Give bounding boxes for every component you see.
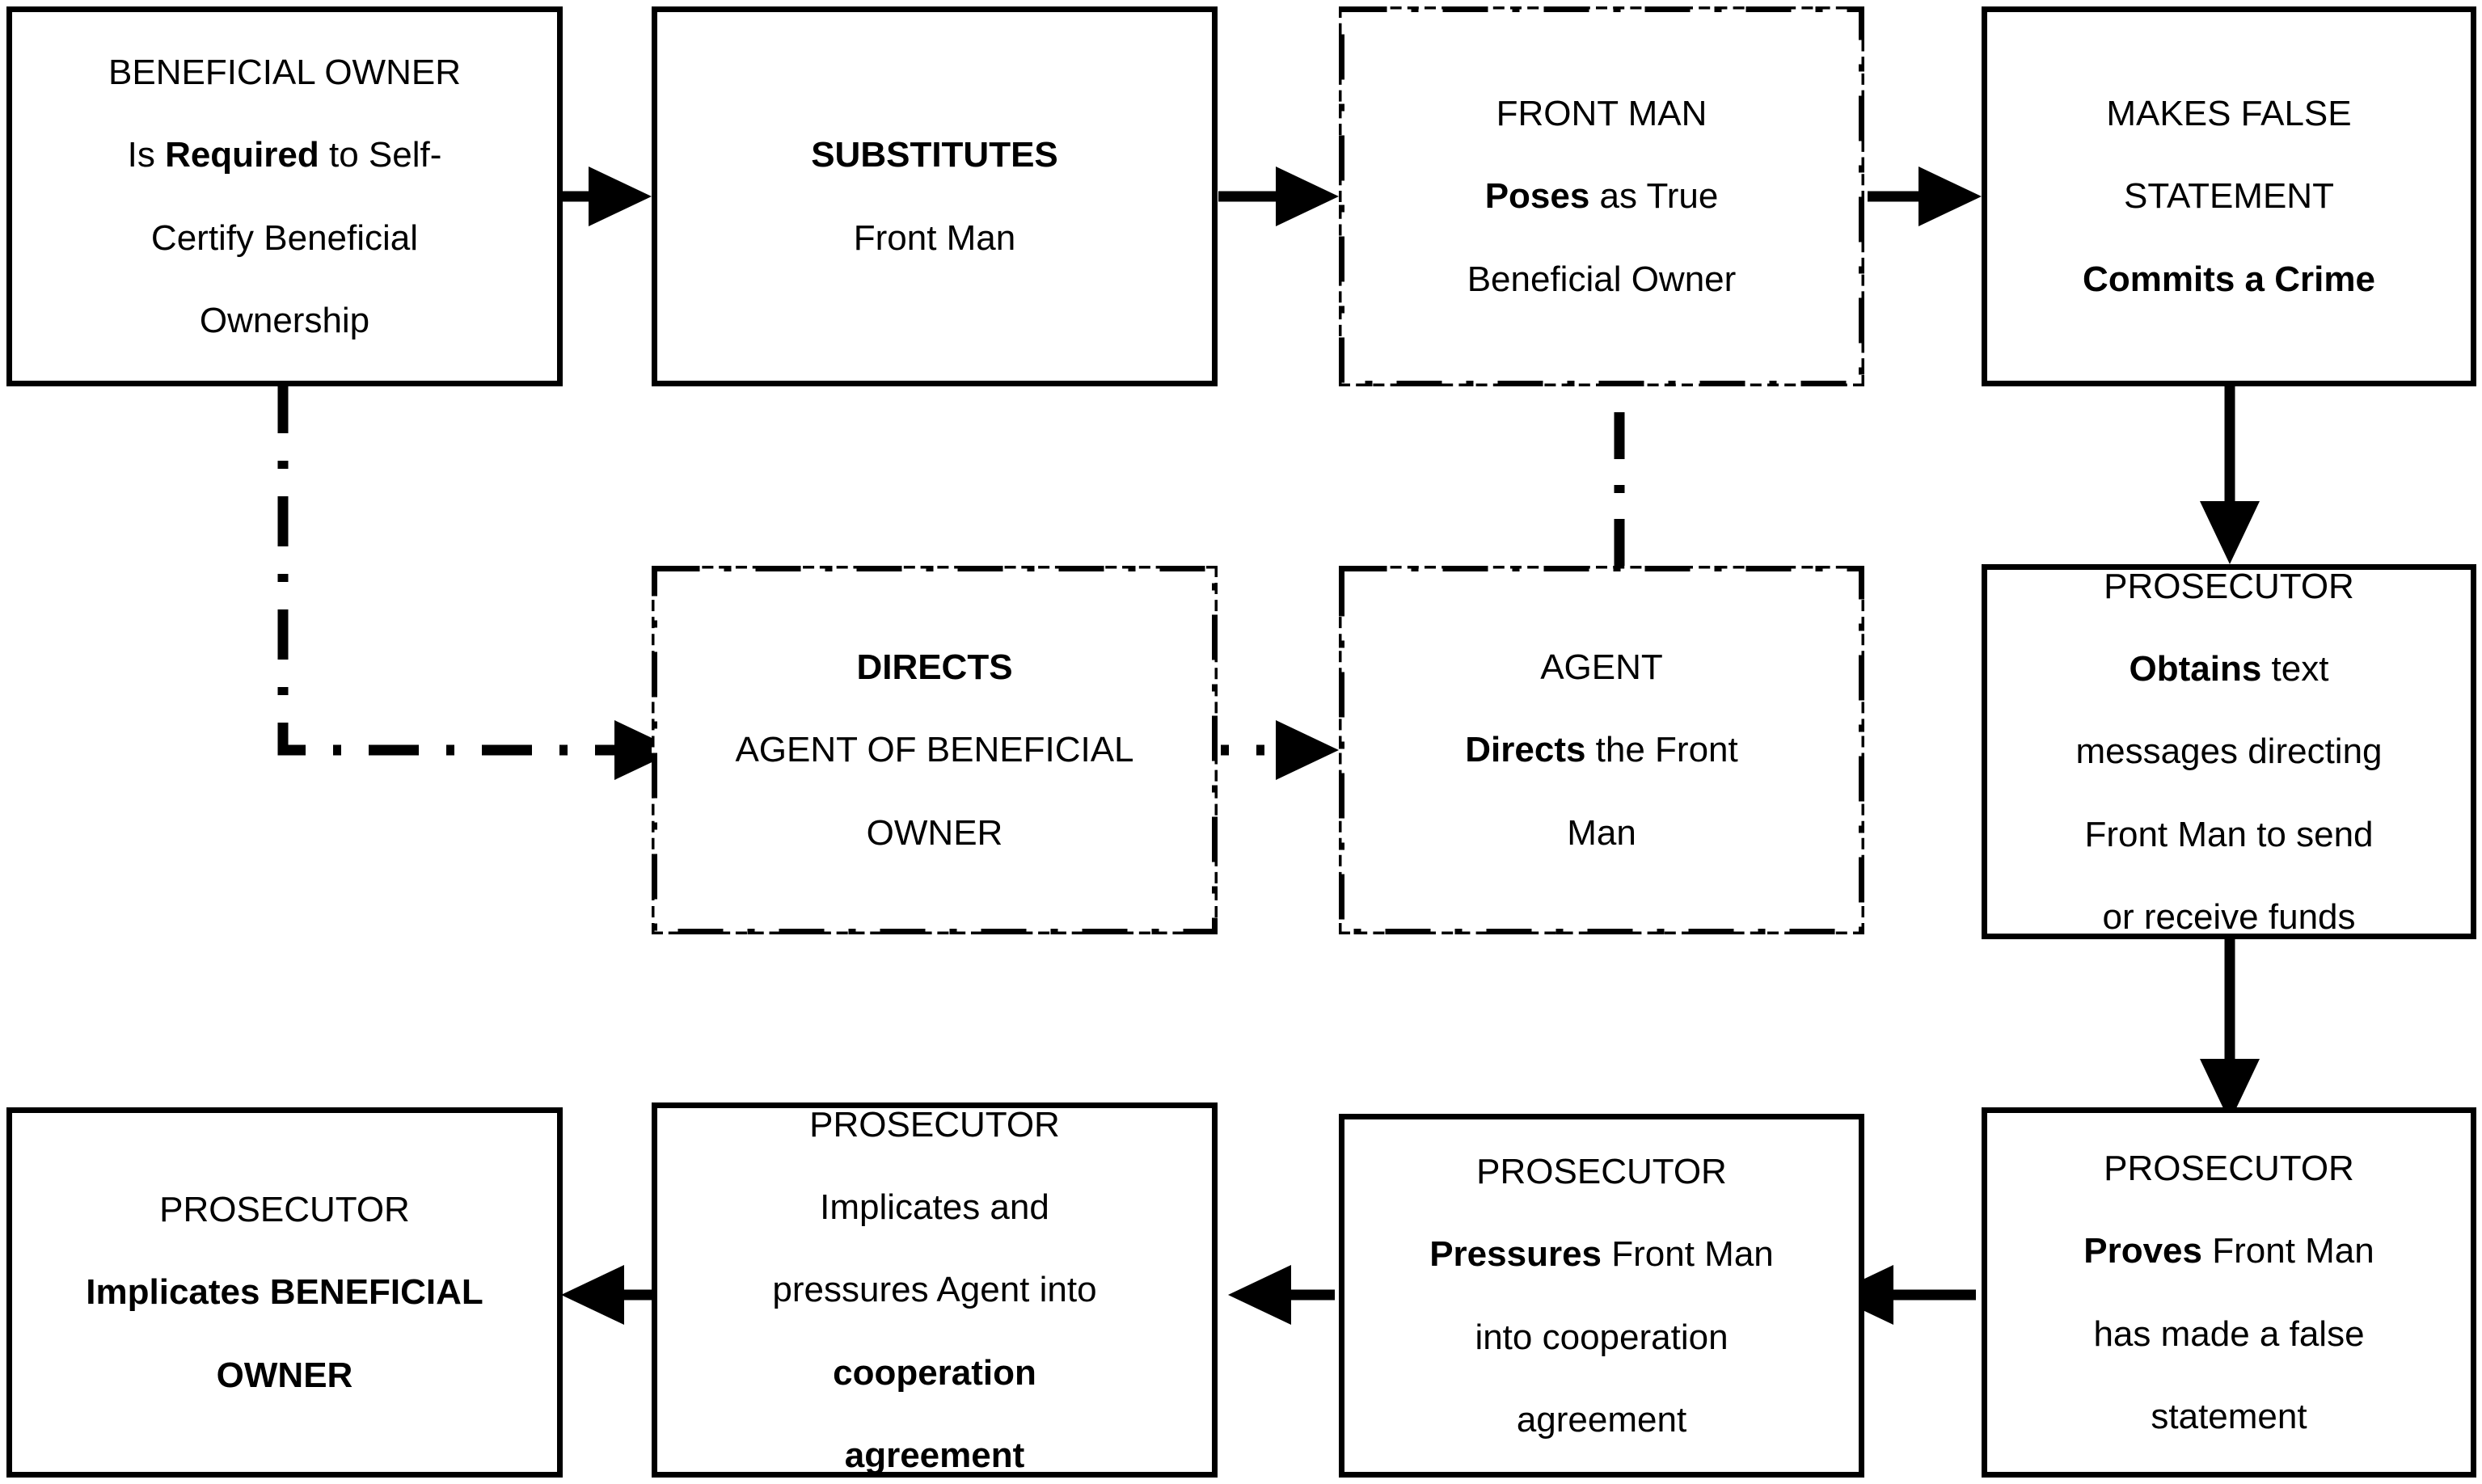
node-beneficial-owner-line4: Ownership [199,300,370,340]
directs-agent-ov-l2: AGENT OF BENEFICIAL [735,730,1134,770]
node-makes-false-statement-line3: Commits a Crime [2083,259,2375,299]
node-substitutes-line1: SUBSTITUTES [811,135,1058,175]
front-man-ov-l1: FRONT MAN [1496,94,1707,134]
connector-implicatesagent-to-implicatesbo [561,1265,655,1325]
node-beneficial-owner-text: BENEFICIAL OWNER Is Required to Self- Ce… [23,11,546,382]
node-prosecutor-proves-text: PROSECUTOR Proves Front Man has made a f… [1999,1107,2459,1478]
node-prosecutor-implicates-bo-line3: OWNER [216,1355,353,1395]
agent-ov-l2: Directs the Front [1465,730,1738,770]
node-makes-false-statement-line1: MAKES FALSE [2106,94,2352,134]
node-beneficial-owner-line2: Is Required to Self- [127,135,442,175]
node-prosecutor-implicates-bo-line2: Implicates BENEFICIAL [86,1272,483,1313]
node-prosecutor-obtains[interactable]: PROSECUTOR Obtains text messages directi… [1982,564,2476,939]
node-prosecutor-proves-line3: has made a false [2093,1313,2365,1354]
node-prosecutor-obtains-line2: Obtains text [2129,649,2329,689]
agent-ov-l3: Man [1567,812,1636,853]
node-directs-agent-overlay-text[interactable]: DIRECTS AGENT OF BENEFICIAL OWNER [652,566,1218,934]
node-prosecutor-obtains-text: PROSECUTOR Obtains text messages directi… [1999,525,2459,978]
connector-frontman-to-falsestatement [1868,167,1982,226]
agent-overlay-txt: AGENT Directs the Front Man [1350,605,1853,894]
node-prosecutor-pressures-line4: agreement [1516,1399,1687,1440]
node-prosecutor-implicates-agent-line1: PROSECUTOR [809,1105,1060,1145]
node-prosecutor-pressures-line3: into cooperation [1475,1317,1729,1357]
node-prosecutor-implicates-bo-text: PROSECUTOR Implicates BENEFICIAL OWNER [23,1148,546,1436]
directs-agent-overlay-txt: DIRECTS AGENT OF BENEFICIAL OWNER [663,605,1206,894]
node-prosecutor-obtains-line3: messages directing [2075,731,2383,772]
node-prosecutor-implicates-agent[interactable]: PROSECUTOR Implicates and pressures Agen… [652,1102,1218,1478]
node-prosecutor-implicates-agent-text: PROSECUTOR Implicates and pressures Agen… [669,1063,1201,1484]
node-substitutes-text: SUBSTITUTES Front Man [669,93,1201,299]
node-prosecutor-proves-line2: Proves Front Man [2083,1231,2374,1271]
connector-directsagent-to-agent [1221,720,1339,780]
node-prosecutor-implicates-agent-line4: cooperation [833,1352,1036,1393]
node-makes-false-statement-line2: STATEMENT [2124,176,2334,217]
node-prosecutor-obtains-line1: PROSECUTOR [2104,567,2354,607]
node-prosecutor-implicates-bo[interactable]: PROSECUTOR Implicates BENEFICIAL OWNER [6,1107,563,1478]
node-makes-false-statement[interactable]: MAKES FALSE STATEMENT Commits a Crime [1982,6,2476,386]
node-prosecutor-proves[interactable]: PROSECUTOR Proves Front Man has made a f… [1982,1107,2476,1478]
node-prosecutor-implicates-agent-line2: Implicates and [820,1187,1049,1228]
node-prosecutor-pressures-line1: PROSECUTOR [1476,1152,1727,1192]
node-substitutes-line2: Front Man [853,217,1016,258]
node-front-man-overlay-text[interactable]: FRONT MAN Poses as True Beneficial Owner [1339,6,1864,386]
node-beneficial-owner-line3: Certify Beneficial [150,217,419,258]
node-prosecutor-proves-line4: statement [2151,1396,2307,1436]
directs-agent-ov-l1: DIRECTS [856,647,1013,688]
front-man-ov-l3: Beneficial Owner [1467,259,1737,299]
connector-substitutes-to-frontman [1218,167,1339,226]
node-prosecutor-implicates-agent-line5: agreement [844,1435,1025,1475]
node-beneficial-owner[interactable]: BENEFICIAL OWNER Is Required to Self- Ce… [6,6,563,386]
connector-pressures-to-implicatesagent [1228,1265,1335,1325]
front-man-overlay-txt: FRONT MAN Poses as True Beneficial Owner [1350,52,1853,340]
node-prosecutor-pressures[interactable]: PROSECUTOR Pressures Front Man into coop… [1339,1114,1864,1478]
node-substitutes[interactable]: SUBSTITUTES Front Man [652,6,1218,386]
node-prosecutor-implicates-bo-line1: PROSECUTOR [159,1190,410,1230]
node-prosecutor-pressures-line2: Pressures Front Man [1429,1234,1774,1275]
node-makes-false-statement-text: MAKES FALSE STATEMENT Commits a Crime [1999,52,2459,340]
node-prosecutor-proves-line1: PROSECUTOR [2104,1149,2354,1189]
node-prosecutor-implicates-agent-line3: pressures Agent into [772,1270,1097,1310]
node-prosecutor-obtains-line5: or receive funds [2102,896,2356,937]
front-man-ov-l2: Poses as True [1484,176,1719,217]
node-agent-overlay-text[interactable]: AGENT Directs the Front Man [1339,566,1864,934]
connector-bo-to-directsagent [277,383,677,780]
agent-ov-l1: AGENT [1540,647,1663,688]
directs-agent-ov-l3: OWNER [866,812,1003,853]
node-beneficial-owner-line1: BENEFICIAL OWNER [108,53,461,93]
node-prosecutor-pressures-text: PROSECUTOR Pressures Front Man into coop… [1356,1110,1847,1481]
node-prosecutor-obtains-line4: Front Man to send [2084,814,2374,854]
